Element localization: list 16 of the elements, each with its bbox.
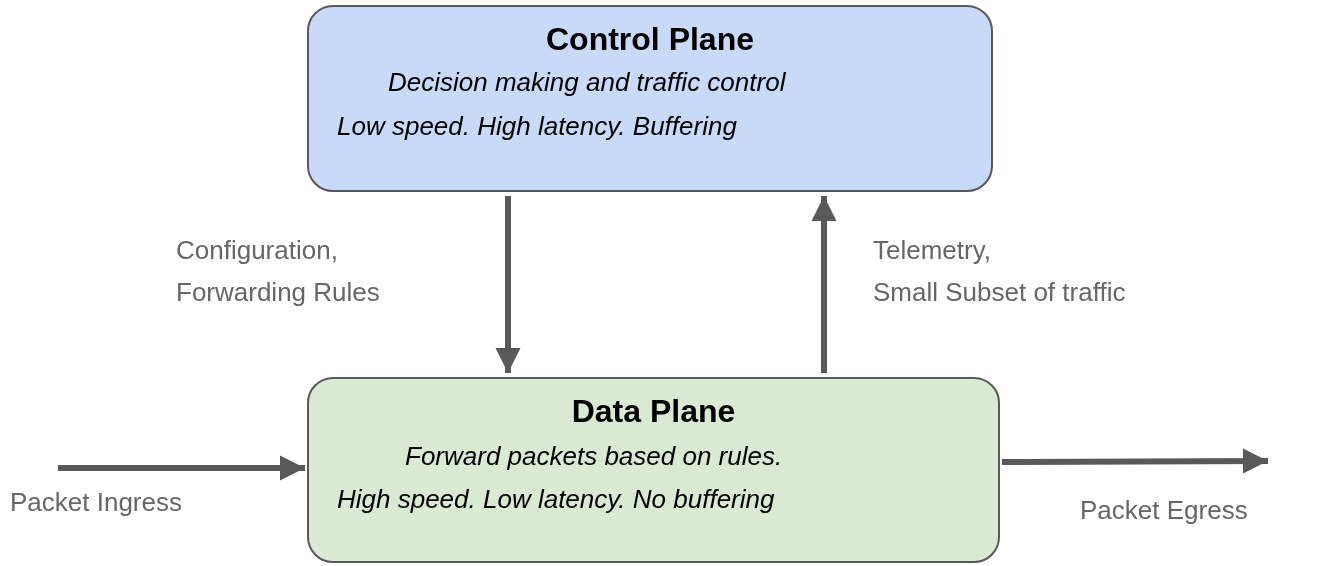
arrow xyxy=(58,455,305,481)
box-title: Control Plane xyxy=(545,21,755,58)
arrow xyxy=(495,196,521,373)
box-description: High speed. Low latency. No buffering xyxy=(337,484,775,515)
box-description: Low speed. High latency. Buffering xyxy=(337,111,737,142)
arrow xyxy=(811,196,837,373)
box-description: Forward packets based on rules. xyxy=(405,441,783,472)
plane-box xyxy=(307,5,993,192)
plane-box xyxy=(307,377,1000,563)
edge-label: Packet Ingress xyxy=(10,486,183,519)
box-description: Decision making and traffic control xyxy=(388,67,786,98)
edge-label: Packet Egress xyxy=(1080,494,1249,527)
arrow xyxy=(1002,448,1268,474)
box-title: Data Plane xyxy=(570,393,737,430)
edge-label: Configuration, Forwarding Rules xyxy=(176,234,381,309)
edge-label: Telemetry, Small Subset of traffic xyxy=(873,234,1127,309)
